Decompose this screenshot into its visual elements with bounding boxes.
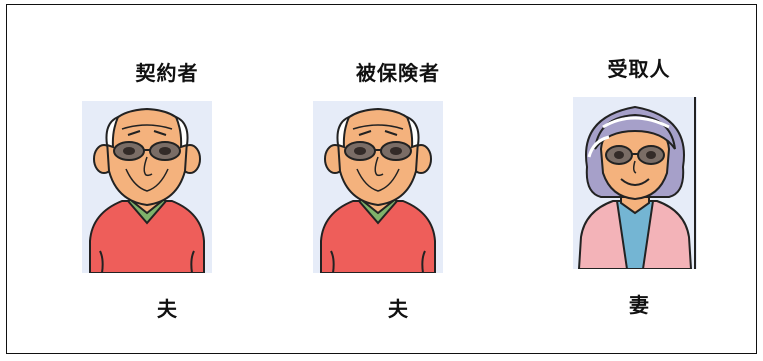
role-label-policyholder: 契約者 (135, 61, 199, 85)
relation-label-policyholder: 夫 (157, 297, 177, 321)
role-label-beneficiary: 受取人 (607, 57, 671, 81)
relation-label-insured: 夫 (388, 297, 408, 321)
relation-label-beneficiary: 妻 (629, 293, 649, 317)
role-label-insured: 被保険者 (356, 61, 440, 85)
elderly-man-icon (313, 101, 443, 273)
elderly-man-icon (82, 101, 212, 273)
elderly-woman-icon (573, 97, 697, 269)
diagram-frame: 契約者 (6, 4, 757, 354)
